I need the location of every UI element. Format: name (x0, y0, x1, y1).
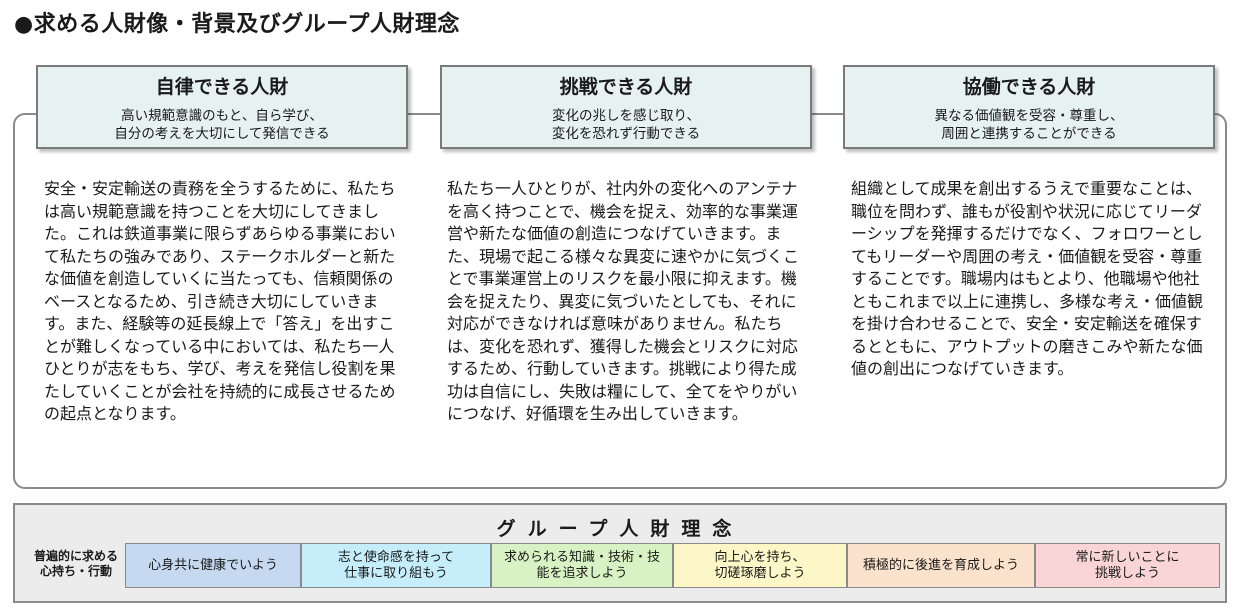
group-philosophy-title: グループ人財理念 (496, 518, 744, 540)
column-title: 挑戦できる人財 (559, 76, 693, 98)
item-line: 常に新しいことに (1075, 549, 1180, 565)
column-header-collaboration: 協働できる人財 異なる価値観を受容・尊重し、 周囲と連携することができる (843, 65, 1215, 149)
philosophy-item-mission: 志と使命感を持って 仕事に取り組もう (301, 543, 491, 588)
column-header-challenge: 挑戦できる人財 変化の兆しを感じ取り、 変化を恐れず行動できる (440, 65, 812, 149)
column-subtitle: 異なる価値観を受容・尊重し、 周囲と連携することができる (845, 107, 1213, 143)
philosophy-item-new-challenges: 常に新しいことに 挑戦しよう (1035, 543, 1220, 588)
row-label-line: 心持ち・行動 (39, 564, 112, 578)
subtitle-line: 異なる価値観を受容・尊重し、 (934, 108, 1124, 124)
column-header-autonomy: 自律できる人財 高い規範意識のもと、自ら学び、 自分の考えを大切にして発信できる (36, 65, 408, 149)
subtitle-line: 高い規範意識のもと、自ら学び、 (121, 108, 323, 124)
item-line: 切磋琢磨しよう (714, 565, 806, 581)
item-line: 求められる知識・技術・技 (503, 549, 660, 565)
item-line: 向上心を持ち、 (714, 549, 806, 565)
philosophy-item-knowledge: 求められる知識・技術・技 能を追求しよう (491, 543, 673, 588)
subtitle-line: 周囲と連携することができる (941, 126, 1117, 142)
column-body-challenge: 私たち一人ひとりが、社内外の変化へのアンテナを高く持つことで、機会を捉え、効率的… (447, 179, 800, 423)
item-line: 仕事に取り組もう (344, 565, 448, 581)
row-label-line: 普遍的に求める (33, 549, 118, 563)
values-frame (13, 113, 1227, 489)
subtitle-line: 自分の考えを大切にして発信できる (114, 126, 330, 142)
philosophy-item-mentoring: 積極的に後進を育成しよう (847, 543, 1035, 588)
item-line: 志と使命感を持って (337, 549, 455, 565)
group-philosophy-box: グループ人財理念 普遍的に求める 心持ち・行動 心身共に健康でいよう 志と使命感… (13, 503, 1227, 603)
item-line: 挑戦しよう (1094, 565, 1160, 581)
column-body-autonomy: 安全・安定輸送の責務を全うするために、私たちは高い規範意識を持つことを大切にして… (44, 179, 396, 423)
column-body-collaboration: 組織として成果を創出するうえで重要なことは、職位を問わず、誰もが役割や状況に応じ… (851, 179, 1204, 378)
philosophy-item-health: 心身共に健康でいよう (125, 543, 301, 588)
item-line: 積極的に後進を育成しよう (862, 557, 1019, 573)
column-title: 自律できる人財 (155, 76, 289, 98)
subtitle-line: 変化の兆しを感じ取り、 (552, 108, 700, 124)
subtitle-line: 変化を恐れず行動できる (551, 126, 701, 142)
column-subtitle: 高い規範意識のもと、自ら学び、 自分の考えを大切にして発信できる (38, 107, 406, 143)
column-title: 協働できる人財 (962, 76, 1096, 98)
item-line: 心身共に健康でいよう (148, 557, 278, 573)
item-line: 能を追求しよう (536, 565, 628, 581)
page-title: ●求める人財像・背景及びグループ人財理念 (14, 12, 460, 37)
philosophy-item-improvement: 向上心を持ち、 切磋琢磨しよう (673, 543, 847, 588)
row-label: 普遍的に求める 心持ち・行動 (23, 549, 129, 579)
column-subtitle: 変化の兆しを感じ取り、 変化を恐れず行動できる (442, 107, 810, 143)
